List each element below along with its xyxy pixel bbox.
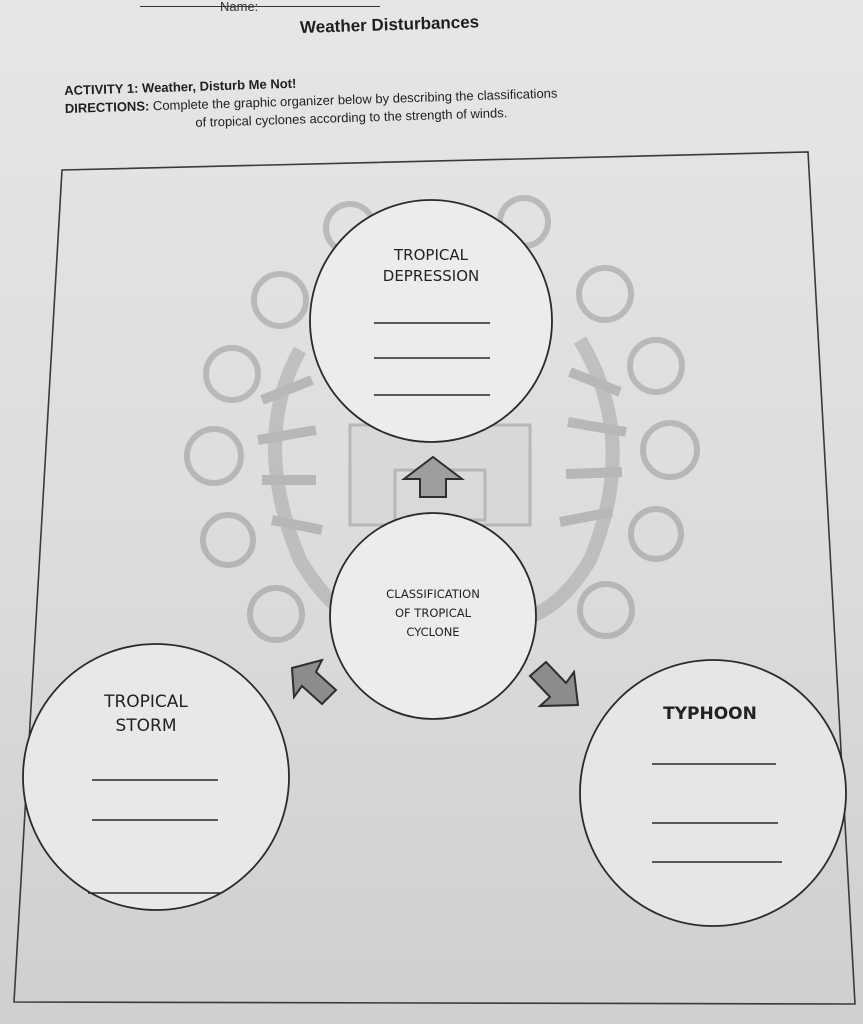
block-arrow-icon-up xyxy=(401,455,465,498)
tropical-depression-line2: DEPRESSION xyxy=(382,267,480,285)
classification-label: CLASSIFICATION OF TROPICAL CYCLONE xyxy=(353,585,513,642)
circle-tropical-depression xyxy=(309,199,553,443)
classification-line2: OF TROPICAL xyxy=(394,606,472,620)
name-field-line[interactable]: Name: xyxy=(140,0,380,14)
circle-tropical-storm xyxy=(22,643,290,911)
school-seal-icon xyxy=(184,195,700,643)
classification-line1: CLASSIFICATION xyxy=(386,587,480,601)
organizer-frame xyxy=(13,151,856,1005)
classification-line3: CYCLONE xyxy=(406,625,460,639)
tropical-depression-label: TROPICAL DEPRESSION xyxy=(351,245,511,287)
tropical-depression-line1: TROPICAL xyxy=(394,246,468,264)
block-arrow-icon-left xyxy=(290,658,338,706)
circle-classification xyxy=(329,512,537,720)
tropical-storm-line2: STORM xyxy=(115,716,177,736)
tropical-storm-label: TROPICAL STORM xyxy=(76,690,216,738)
tropical-storm-line1: TROPICAL xyxy=(104,692,188,712)
circle-typhoon xyxy=(579,659,847,927)
name-label: Name: xyxy=(220,0,259,14)
typhoon-label: TYPHOON xyxy=(640,702,780,726)
typhoon-line1: TYPHOON xyxy=(663,704,757,724)
block-arrow-icon-right xyxy=(528,660,580,708)
